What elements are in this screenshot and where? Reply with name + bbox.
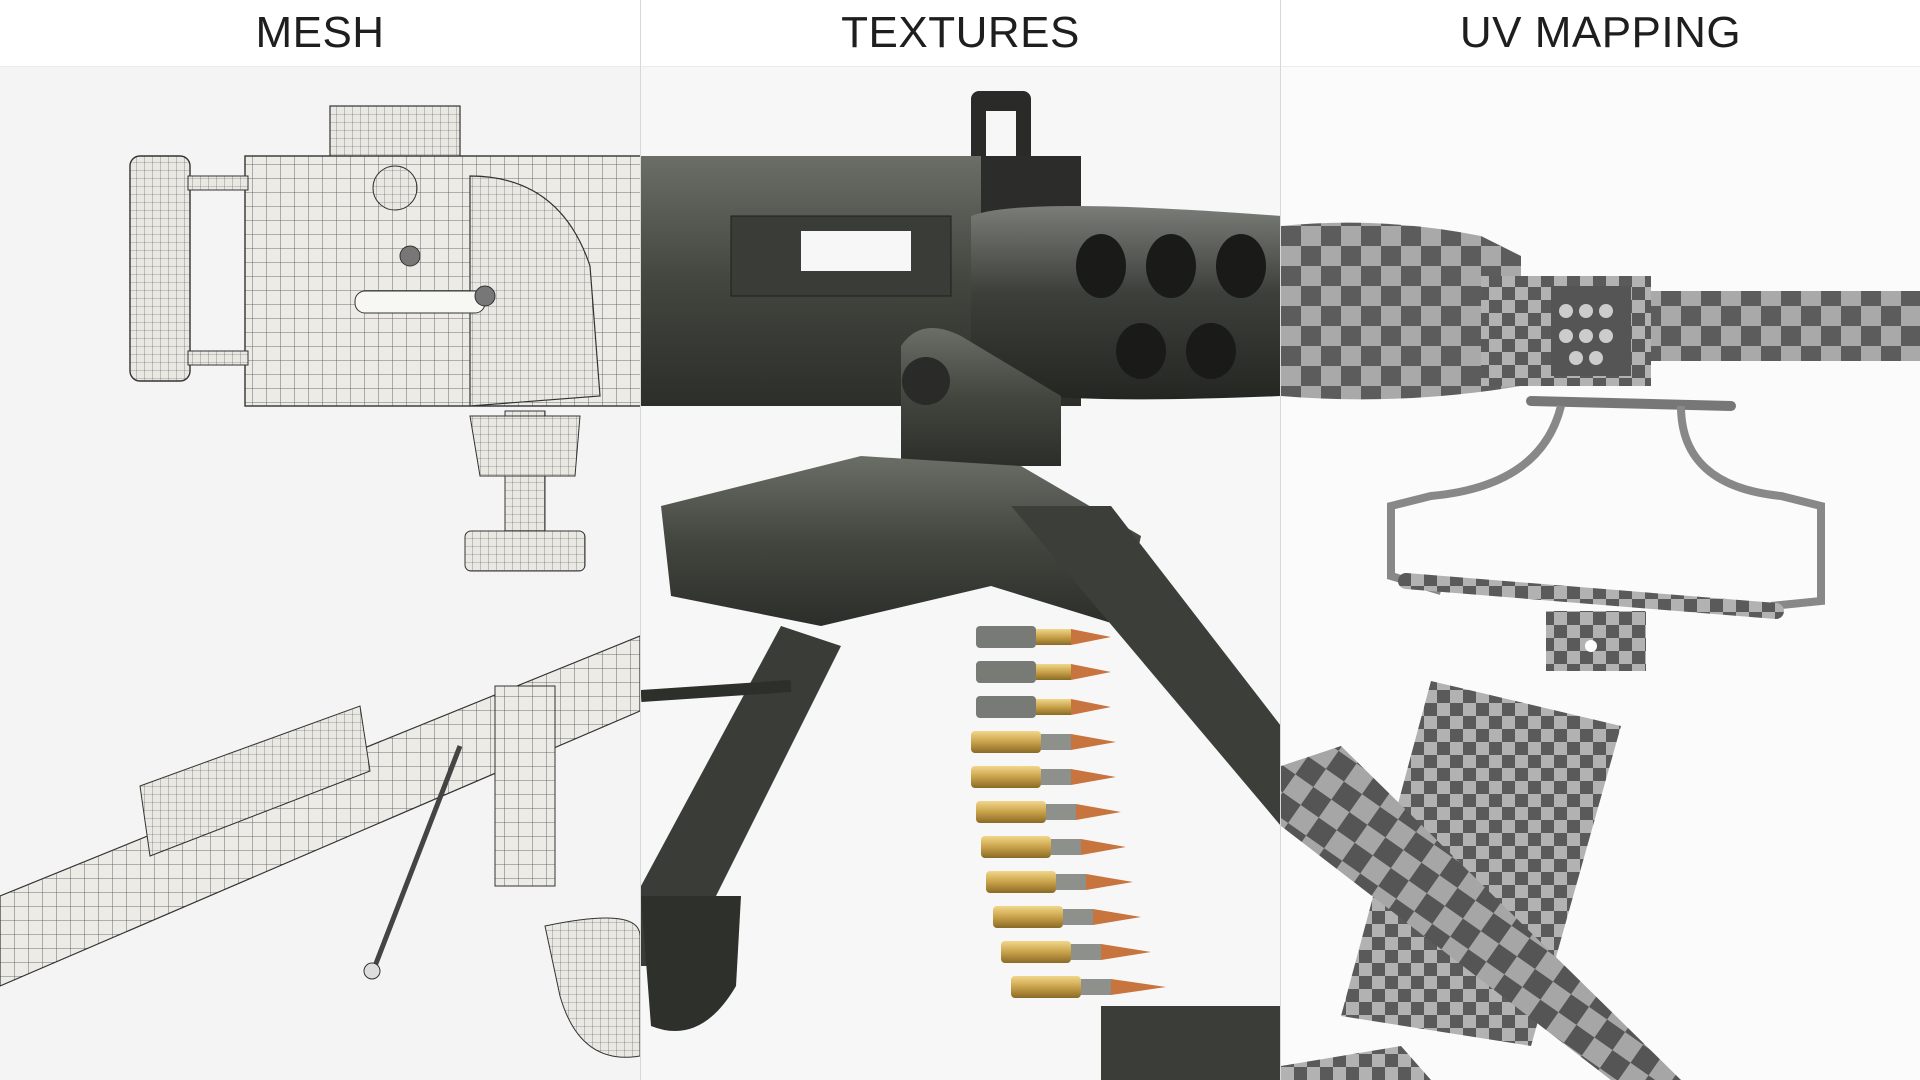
uv-checker-render xyxy=(1281,222,1920,1080)
uv-mapping-panel-title: UV MAPPING xyxy=(1459,8,1742,57)
mesh-panel: MESH xyxy=(0,0,640,1080)
textures-panel-title: TEXTURES xyxy=(841,8,1080,57)
textured-render xyxy=(641,91,1280,1080)
wireframe-render xyxy=(0,105,640,1058)
ammo-belt xyxy=(971,626,1166,998)
textures-panel-header: TEXTURES xyxy=(641,0,1280,67)
mesh-panel-header: MESH xyxy=(0,0,640,67)
textures-panel: TEXTURES xyxy=(640,0,1280,1080)
mesh-panel-title: MESH xyxy=(255,8,385,57)
uv-mapping-panel: UV MAPPING xyxy=(1280,0,1920,1080)
uv-mapping-panel-header: UV MAPPING xyxy=(1281,0,1920,67)
